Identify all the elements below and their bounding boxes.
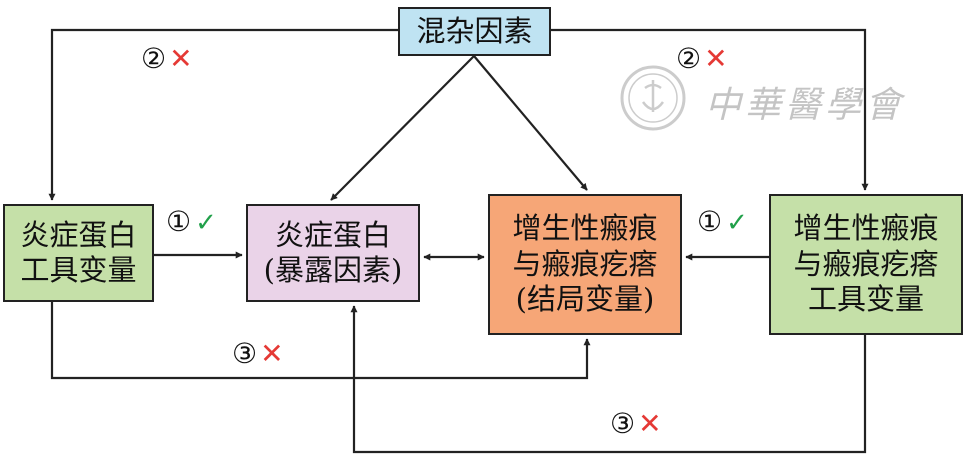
node-line: 炎症蛋白: [274, 217, 391, 252]
edge-right-instrument-to-exposure: [350, 305, 867, 454]
node-line: 与瘢痕疙瘩: [512, 246, 658, 281]
watermark-text: 中華醫學會: [705, 85, 906, 126]
scar-instrument-node: 增生性瘢痕 与瘢痕疙瘩 工具变量: [769, 194, 963, 335]
watermark: 中華醫學會: [617, 62, 917, 134]
check-icon: ✓: [195, 208, 217, 238]
node-line: (暴露因素): [263, 253, 403, 287]
inflammatory-protein-instrument-node: 炎症蛋白 工具变量: [3, 204, 154, 302]
assumption-number: ②: [676, 42, 702, 75]
assumption-number: ①: [166, 205, 192, 238]
node-line: 炎症蛋白: [20, 217, 137, 252]
node-line: (结局变量): [515, 282, 655, 317]
cross-icon: ✕: [169, 42, 193, 75]
society-seal-icon: [620, 65, 686, 131]
node-line: 增生性瘢痕: [512, 211, 658, 246]
assumption-number: ①: [697, 205, 723, 238]
edge-left-instrument-to-outcome: [50, 302, 591, 380]
check-icon: ✓: [726, 208, 748, 238]
assumption-number: ③: [232, 337, 258, 370]
cross-icon: ✕: [260, 337, 284, 370]
confounder-node: 混杂因素: [398, 7, 551, 56]
mark-right-instrument-outcome: ①✓: [697, 205, 748, 238]
edge-confounder-to-exposure: [330, 55, 475, 201]
edge-confounder-to-right-instrument: [551, 28, 869, 191]
node-line: 与瘢痕疙瘩: [793, 246, 939, 281]
assumption-number: ②: [141, 42, 167, 75]
edge-confounder-to-outcome: [473, 55, 588, 191]
node-line: 工具变量: [807, 282, 924, 317]
mark-left-instrument-outcome: ③✕: [232, 340, 284, 368]
mark-confounder-left: ②✕: [141, 45, 193, 73]
cross-icon: ✕: [704, 42, 728, 75]
node-line: 工具变量: [20, 253, 137, 287]
assumption-number: ③: [610, 407, 636, 440]
exposure-node: 炎症蛋白 (暴露因素): [246, 204, 420, 302]
mark-confounder-right: ②✕: [676, 45, 728, 73]
mark-right-instrument-exposure: ③✕: [610, 410, 662, 438]
cross-icon: ✕: [638, 407, 662, 440]
outcome-node: 增生性瘢痕 与瘢痕疙瘩 (结局变量): [488, 194, 682, 335]
mark-left-instrument-exposure: ①✓: [166, 205, 217, 238]
node-line: 增生性瘢痕: [793, 211, 939, 246]
edge-confounder-to-left-instrument: [48, 28, 398, 201]
confounder-label: 混杂因素: [416, 13, 533, 48]
